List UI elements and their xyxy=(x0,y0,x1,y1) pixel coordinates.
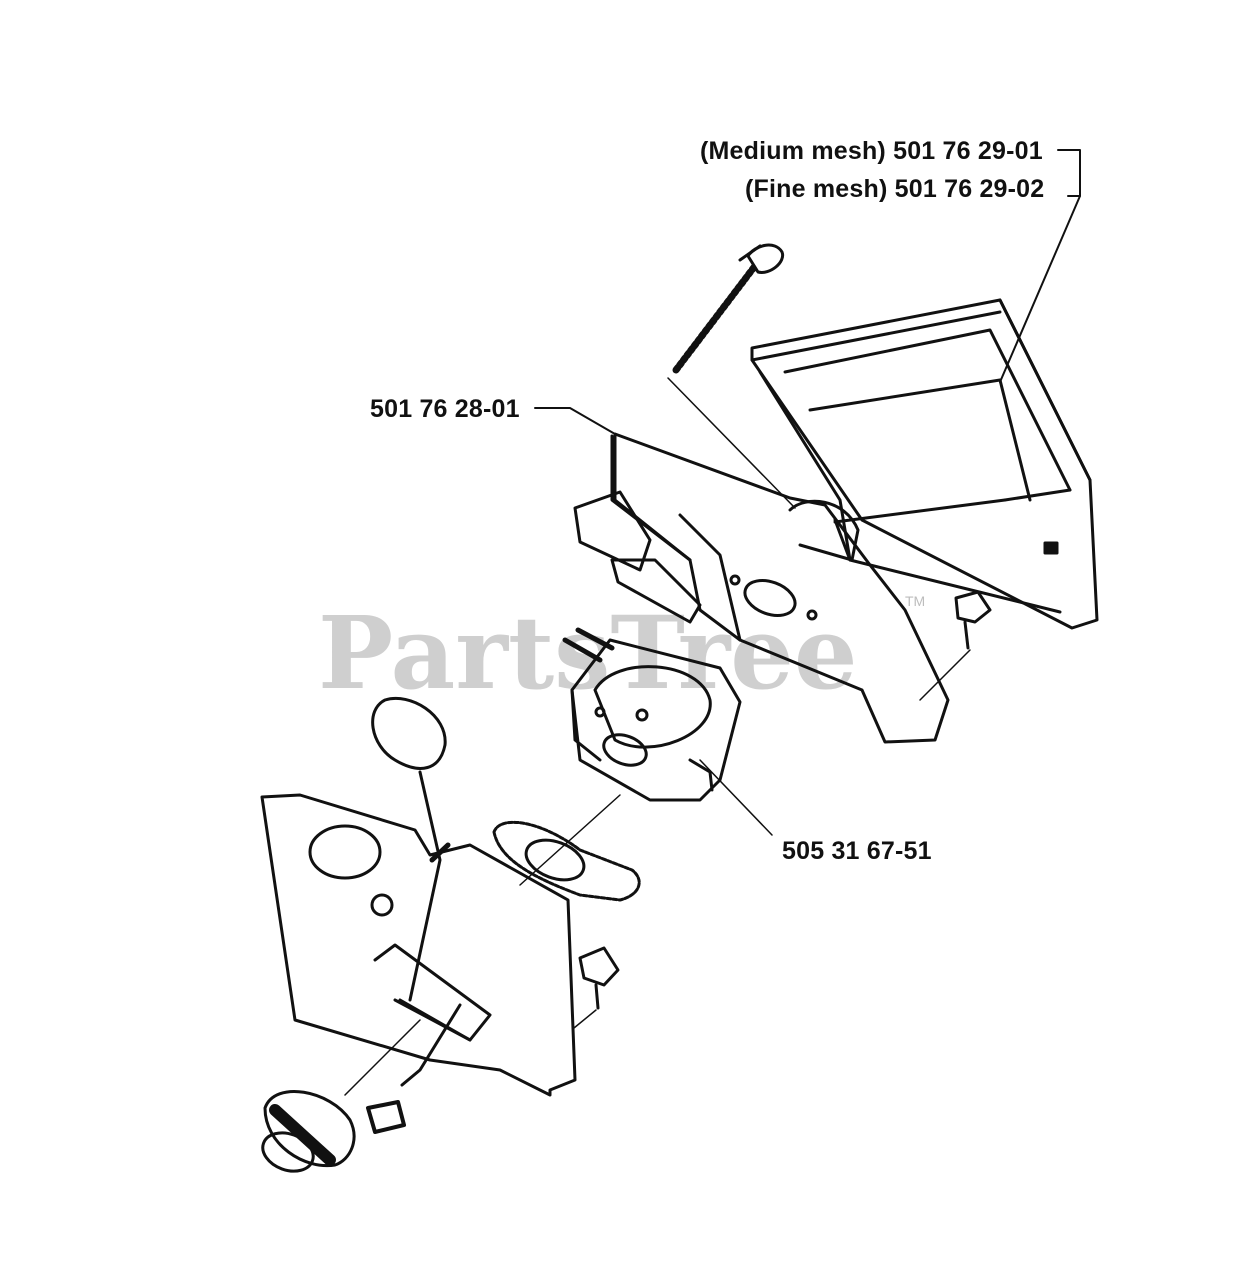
callout-carburetor-part: 505 31 67-51 xyxy=(782,837,932,865)
carburetor-bracket xyxy=(260,793,577,1097)
mount-bolt-bottom xyxy=(578,946,620,1010)
mount-bolt-right xyxy=(954,590,992,650)
spring xyxy=(366,1100,406,1134)
watermark: PartsTree TM xyxy=(318,593,925,712)
callout-medium-mesh: (Medium mesh) 501 76 29-01 xyxy=(700,137,1043,165)
intake-gasket xyxy=(573,432,950,744)
callout-fine-mesh: (Fine mesh) 501 76 29-02 xyxy=(745,175,1045,203)
callout-gasket-part: 501 76 28-01 xyxy=(370,395,520,423)
watermark-tm: TM xyxy=(905,593,925,609)
callout-leaders xyxy=(534,149,1081,435)
carburetor-gasket xyxy=(492,820,641,902)
long-screw xyxy=(672,243,785,374)
air-filter xyxy=(750,298,1099,630)
adjustment-knob xyxy=(261,1089,356,1173)
